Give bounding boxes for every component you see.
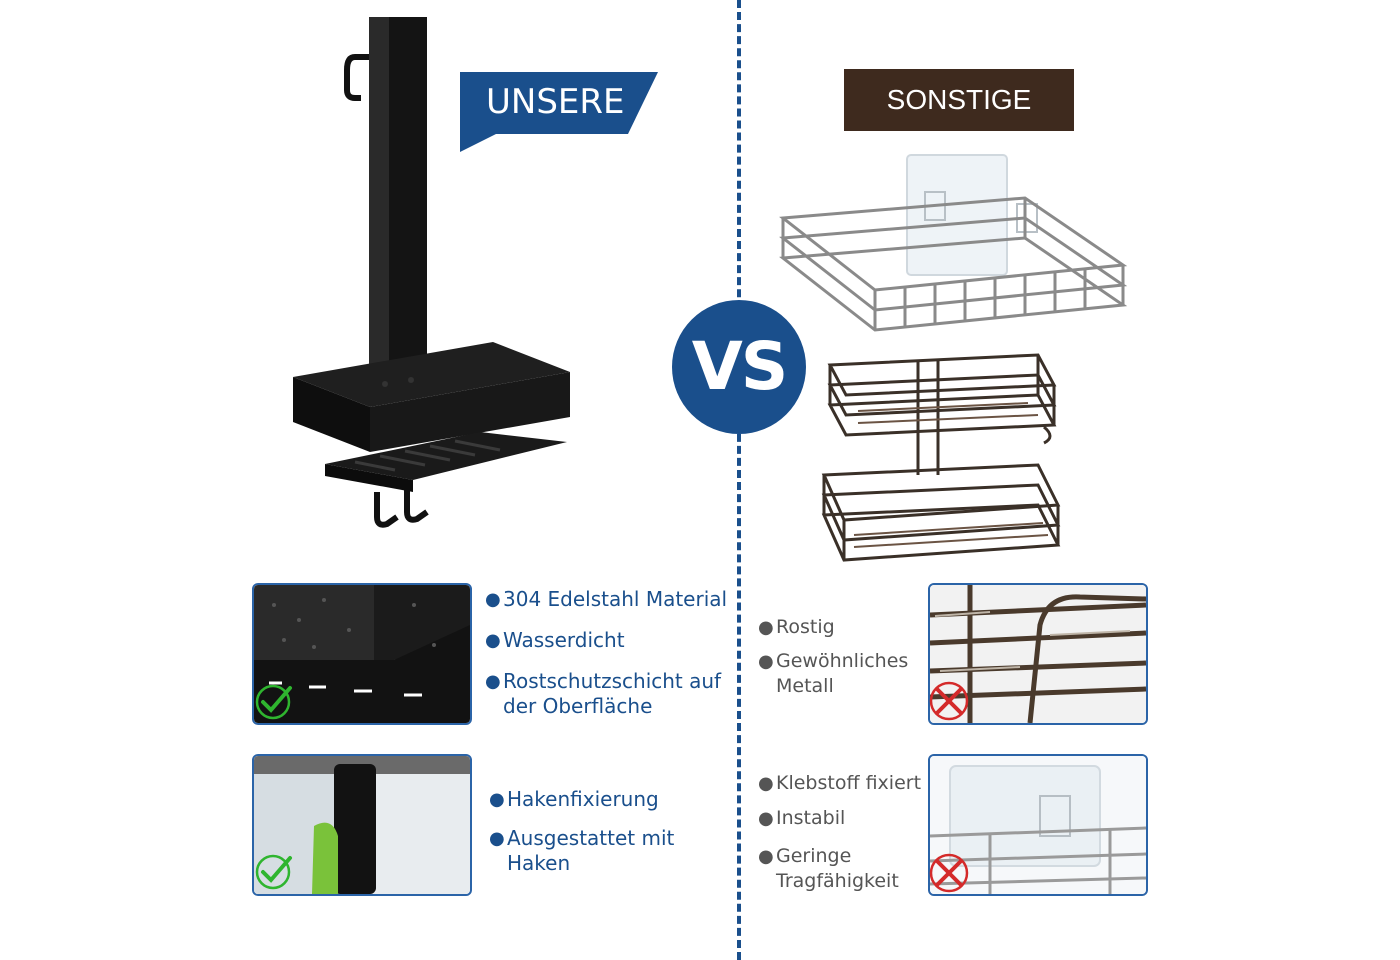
bullet-icon: ● <box>489 828 505 849</box>
rusty-closeup-thumbnail <box>928 583 1148 725</box>
center-divider <box>737 0 745 960</box>
bullet-icon: ● <box>758 617 774 638</box>
feature-unstable: ● Instabil <box>758 807 846 829</box>
feature-rusty: ● Rostig <box>758 616 835 638</box>
bullet-icon: ● <box>758 846 774 867</box>
bullet-icon: ● <box>489 789 505 810</box>
feature-hook-fixing: ● Hakenfixierung <box>489 787 659 811</box>
rusty-two-tier-rack-image <box>821 353 1061 562</box>
vs-label: VS <box>691 328 789 405</box>
bullet-icon: ● <box>485 589 501 610</box>
bullet-icon: ● <box>485 671 501 692</box>
unsere-banner <box>460 72 658 152</box>
feature-rust-protection: ● Rostschutzschicht auf der Oberfläche <box>485 669 722 718</box>
sonstige-label: SONSTIGE <box>886 84 1032 115</box>
feature-with-hooks: ● Ausgestattet mit Haken <box>489 826 675 875</box>
bullet-icon: ● <box>758 808 774 829</box>
cross-circle-icon <box>929 681 969 721</box>
check-circle-icon <box>255 854 292 890</box>
wire-shelf-adhesive-image <box>779 154 1128 332</box>
sonstige-banner <box>844 69 1074 131</box>
feature-ordinary-metal: ● Gewöhnliches Metall <box>758 650 909 697</box>
bullet-icon: ● <box>758 651 774 672</box>
bullet-icon: ● <box>485 630 501 651</box>
feature-waterproof: ● Wasserdicht <box>485 628 625 652</box>
adhesive-closeup-thumbnail <box>928 754 1148 896</box>
black-shower-caddy-image <box>293 17 570 528</box>
bullet-icon: ● <box>758 773 774 794</box>
feature-low-capacity: ● Geringe Tragfähigkeit <box>758 845 899 892</box>
unsere-label: UNSERE <box>486 82 625 122</box>
feature-adhesive: ● Klebstoff fixiert <box>758 772 922 794</box>
vs-badge <box>672 300 806 434</box>
check-circle-icon <box>255 684 292 720</box>
cross-circle-icon <box>929 853 969 893</box>
feature-material: ● 304 Edelstahl Material <box>485 587 728 611</box>
